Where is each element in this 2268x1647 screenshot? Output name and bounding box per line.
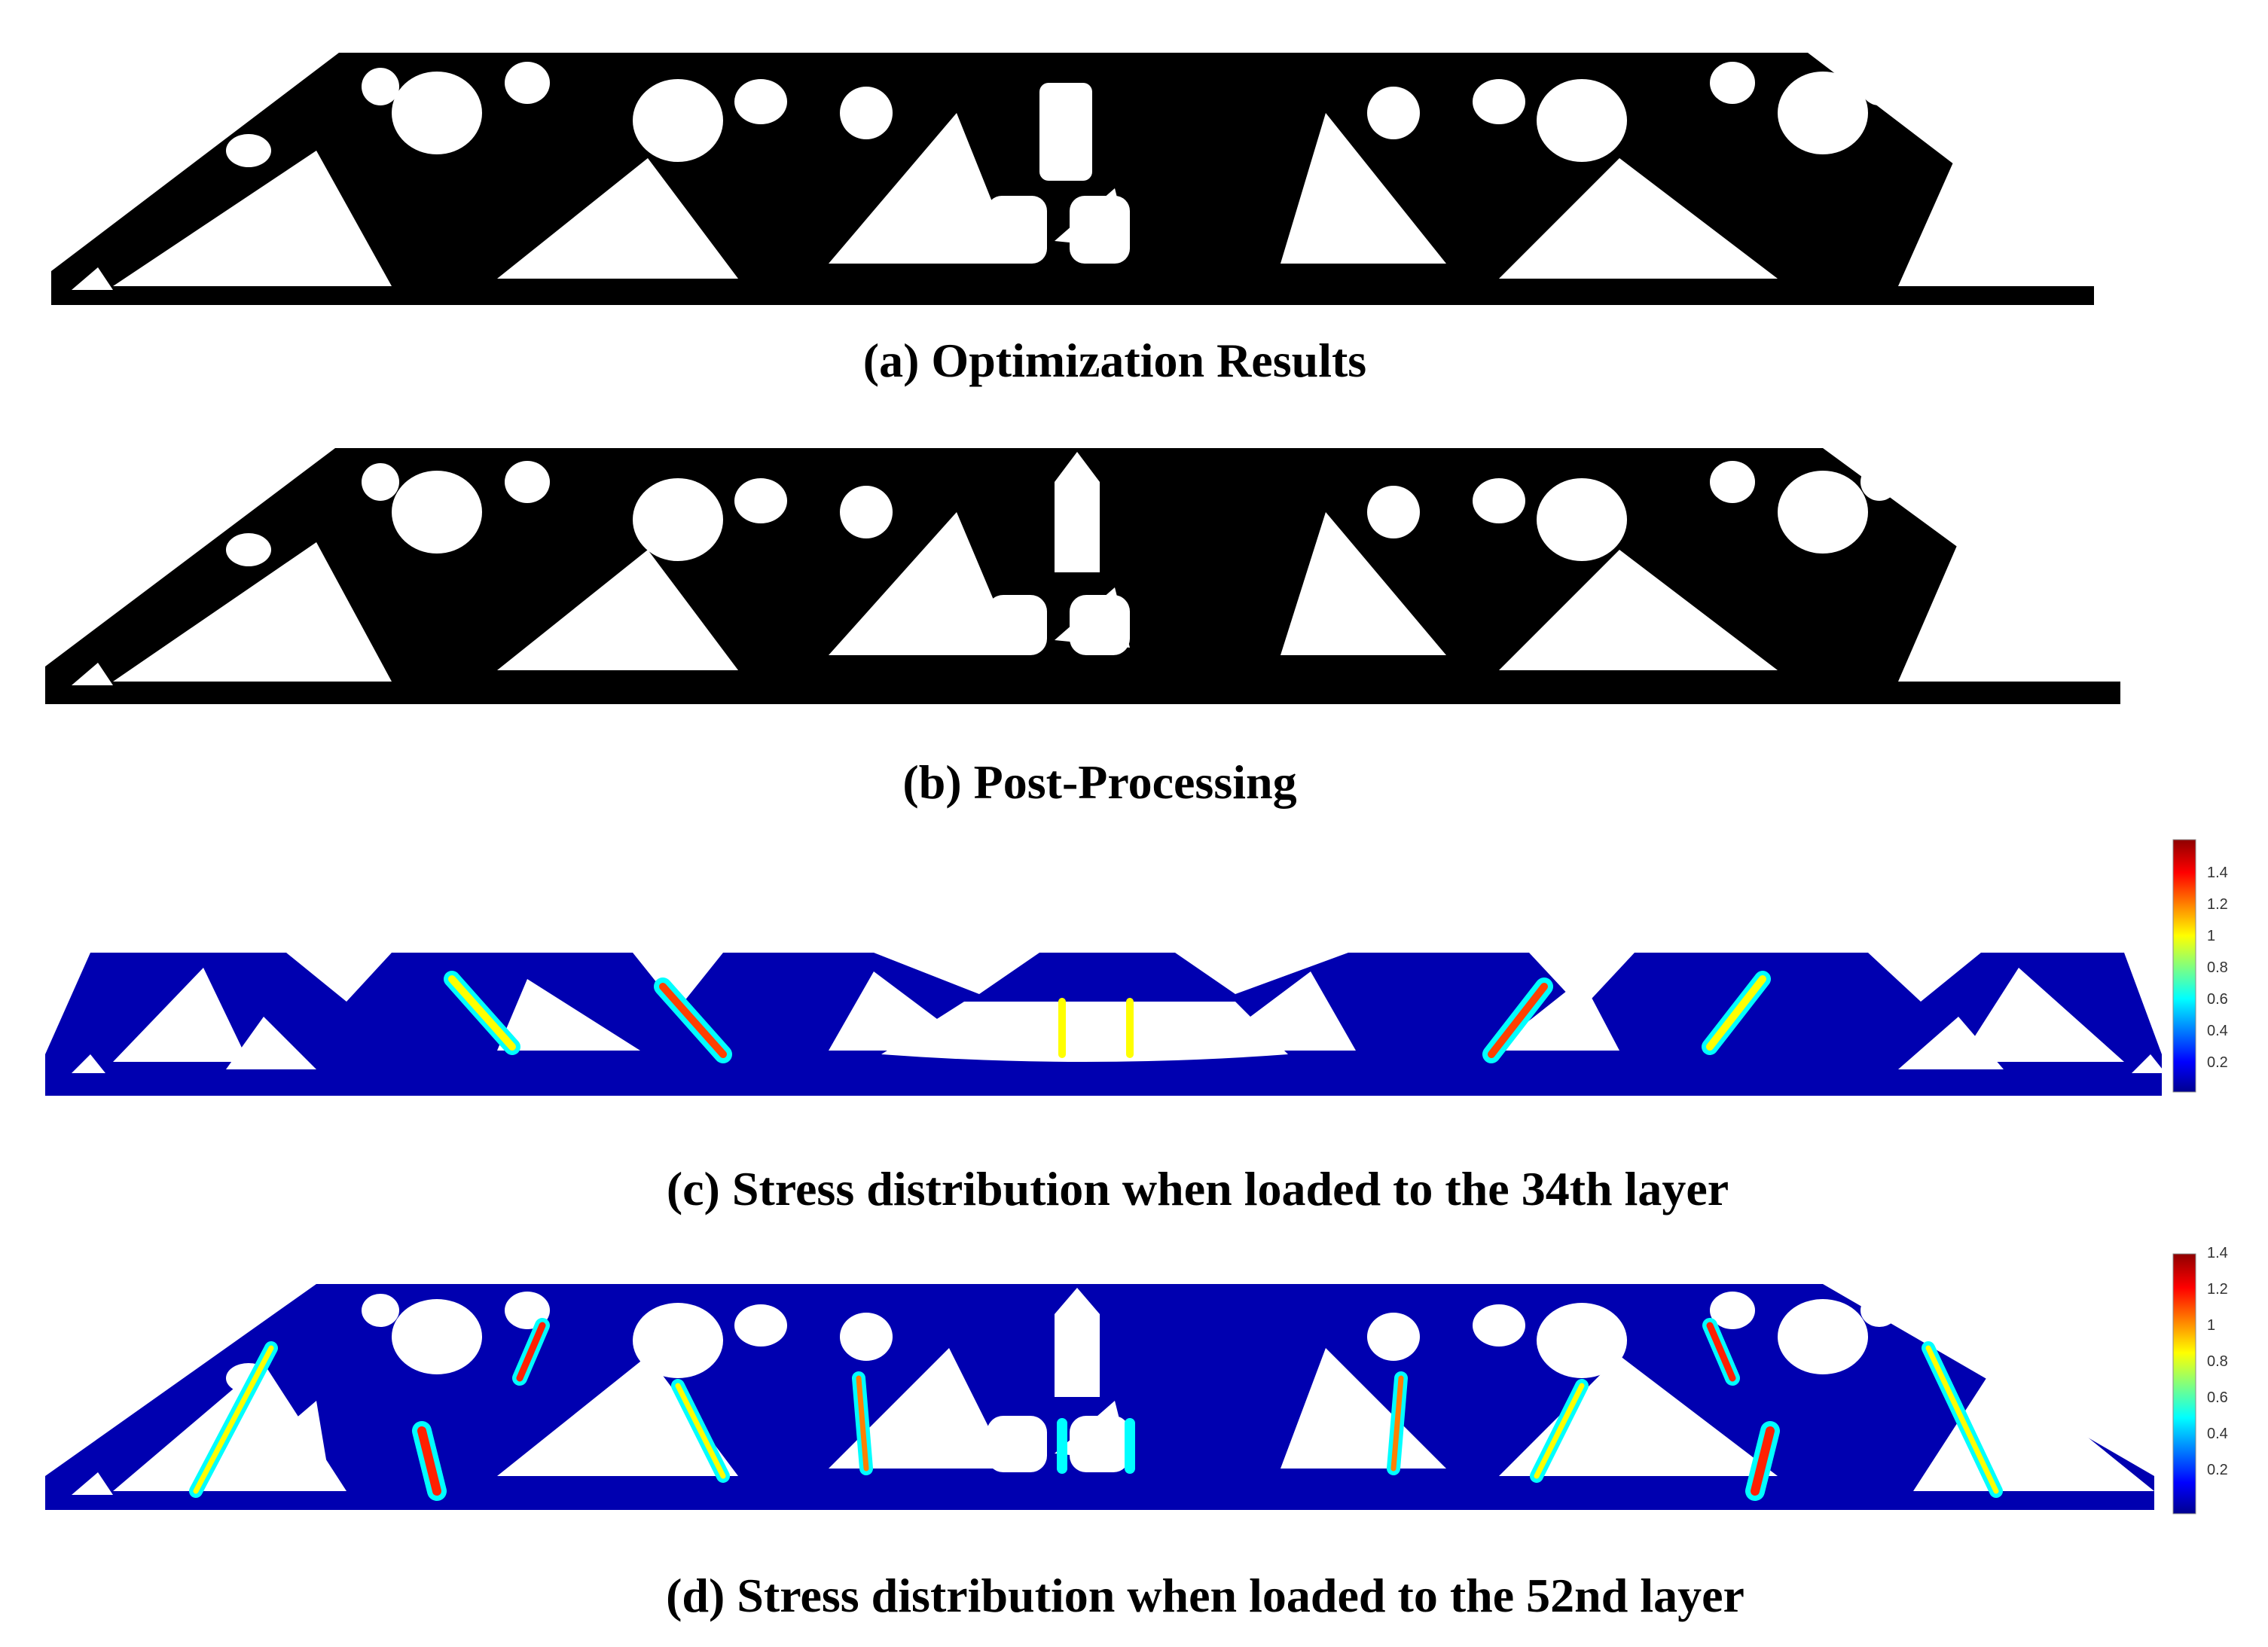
colorbar-tick-label: 1.4 [2207,1245,2228,1261]
colorbar-tick-label: 1.4 [2207,865,2228,881]
stress-hotspots [444,971,1771,1063]
colorbar-tick-label: 0.8 [2207,1353,2228,1370]
colorbar-ticks: 1.4 1.2 1 0.8 0.6 0.4 0.2 [2207,865,2228,1071]
colorbar-tick-label: 1 [2207,1317,2215,1334]
colorbar-ticks: 1.4 1.2 1 0.8 0.6 0.4 0.2 [2207,1245,2228,1478]
colorbar-tick-label: 1.2 [2207,896,2228,913]
colorbar-tick-label: 0.8 [2207,959,2228,976]
colorbar-tick-label: 1.2 [2207,1281,2228,1298]
panel-post-processing: (b) Post-Processing [45,448,2211,809]
colorbar-tick-label: 0.2 [2207,1054,2228,1071]
panel-optimization-results: (a) Optimization Results [51,53,2211,387]
panel-stress-52nd-layer: 1.4 1.2 1 0.8 0.6 0.4 0.2 (d) Stress dis… [45,1245,2228,1622]
stress-hotspots [189,1318,2003,1501]
truss-voids [72,452,2211,685]
colorbar-tick-label: 0.6 [2207,991,2228,1008]
truss-voids [72,62,2211,290]
colorbar-tick-label: 0.4 [2207,1023,2228,1039]
colorbar-tick-label: 0.2 [2207,1462,2228,1478]
stress-voids [72,953,2162,1073]
colorbar: 1.4 1.2 1 0.8 0.6 0.4 0.2 [2172,839,2228,1093]
caption-optimization-results: (a) Optimization Results [863,334,1366,387]
caption-post-processing: (b) Post-Processing [902,755,1296,809]
colorbar-tick-label: 1 [2207,928,2215,944]
colorbar: 1.4 1.2 1 0.8 0.6 0.4 0.2 [2172,1245,2228,1514]
caption-stress-34th-layer: (c) Stress distribution when loaded to t… [667,1162,1729,1215]
caption-stress-52nd-layer: (d) Stress distribution when loaded to t… [666,1569,1744,1622]
panel-stress-34th-layer: 1.4 1.2 1 0.8 0.6 0.4 0.2 (c) Stress dis… [45,839,2228,1215]
colorbar-tick-label: 0.6 [2207,1389,2228,1406]
colorbar-tick-label: 0.4 [2207,1426,2228,1442]
